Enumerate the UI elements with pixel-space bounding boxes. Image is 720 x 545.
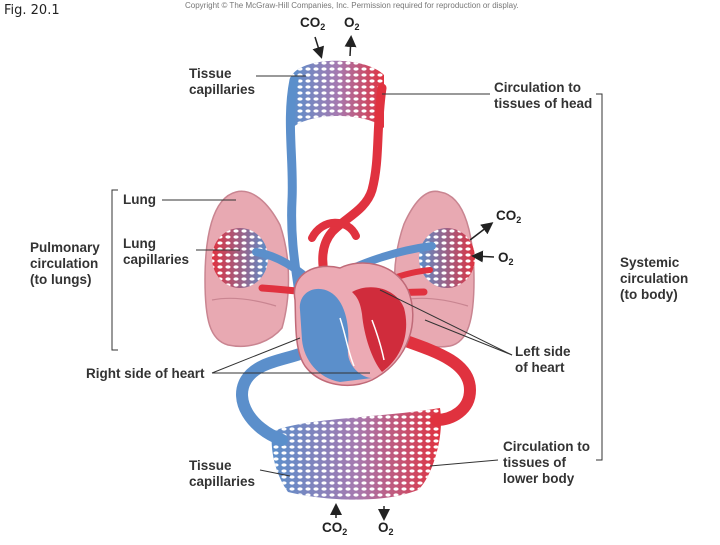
tissue-capillaries-bottom-label: Tissue capillaries (189, 458, 256, 489)
left-lung-capillaries (212, 228, 268, 288)
right-side-heart-label: Right side of heart (86, 366, 205, 381)
left-side-heart-label: Left side of heart (515, 344, 571, 375)
bottom-o2-label: O2 (378, 520, 394, 537)
lung-label: Lung (123, 192, 156, 207)
systemic-circulation-label: Systemic circulation (to body) (620, 255, 689, 302)
leader-lines (111, 75, 603, 477)
copyright-notice: Copyright © The McGraw-Hill Companies, I… (185, 1, 519, 10)
circulation-head-label: Circulation to tissues of head (494, 80, 593, 111)
figure-label: Fig. 20.1 (4, 3, 60, 18)
bottom-co2-label: CO2 (322, 520, 348, 537)
tissue-capillaries-top-label: Tissue capillaries (189, 66, 256, 97)
lung-co2-label: CO2 (496, 208, 522, 225)
head-capillary-bed (292, 60, 384, 128)
lung-o2-label: O2 (498, 250, 514, 267)
circulation-lower-body-label: Circulation to tissues of lower body (503, 439, 590, 486)
gas-arrows (312, 35, 495, 521)
top-co2-label: CO2 (300, 15, 326, 32)
right-lung-capillaries (419, 228, 475, 288)
heart (293, 262, 414, 387)
top-o2-label: O2 (344, 15, 360, 32)
lung-capillaries-label: Lung capillaries (123, 236, 190, 267)
pulmonary-circulation-label: Pulmonary circulation (to lungs) (30, 240, 100, 287)
lower-body-capillary-bed (271, 408, 441, 500)
